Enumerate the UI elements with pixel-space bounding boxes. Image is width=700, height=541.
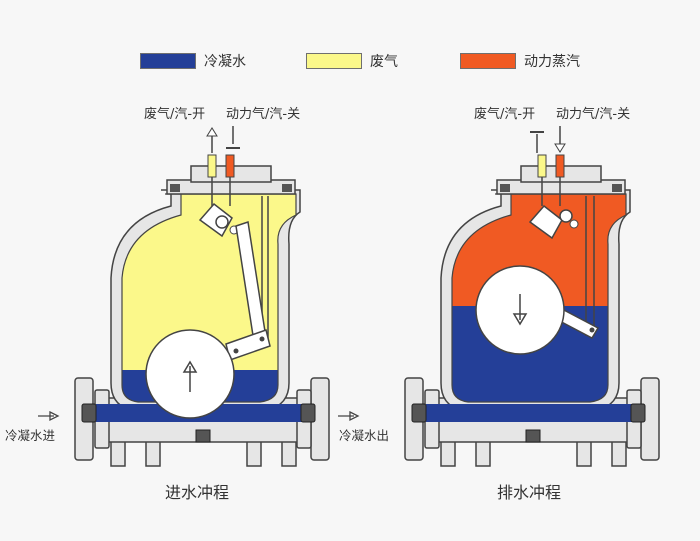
left-exhaust-valve-label: 废气/汽-开: [144, 106, 205, 122]
legend-swatch-condensate: [140, 53, 196, 69]
legend-swatch-exhaust: [306, 53, 362, 69]
left-pump: 废气/汽-开 动力气/汽-关 冷凝水进 冷凝水出 进水冲程: [5, 106, 389, 502]
legend-item-condensate: 冷凝水: [140, 50, 246, 72]
arrow-down-icon: [554, 143, 566, 153]
left-pump-leg: [110, 439, 126, 467]
right-motive-port: [555, 154, 565, 178]
right-inlet-check-valve: [411, 403, 427, 423]
left-inlet-arrow: [38, 410, 60, 422]
right-cavity-outline: [451, 193, 627, 403]
legend-item-exhaust: 废气: [306, 50, 398, 72]
left-bolt: [282, 184, 292, 192]
left-pump-leg: [246, 439, 262, 467]
left-inlet-label: 冷凝水进: [5, 428, 56, 443]
right-bolt: [612, 184, 622, 192]
right-pipe-channel: [426, 404, 638, 422]
left-bolt: [170, 184, 180, 192]
right-bolt: [500, 184, 510, 192]
left-outlet-arrow: [338, 410, 360, 422]
left-inlet-check-valve: [81, 403, 97, 423]
arrow-down-icon: [512, 294, 528, 326]
left-outlet-label: 冷凝水出: [339, 428, 389, 443]
right-pump-leg: [611, 439, 627, 467]
right-pump-leg: [576, 439, 592, 467]
left-stroke-label: 进水冲程: [165, 483, 229, 502]
legend-label-condensate: 冷凝水: [204, 54, 246, 70]
left-exhaust-port: [207, 154, 217, 178]
legend-label-exhaust: 废气: [370, 54, 398, 70]
left-pump-leg: [145, 439, 161, 467]
right-pump-leg: [440, 439, 456, 467]
right-pump-leg: [475, 439, 491, 467]
legend: 冷凝水 废气 动力蒸汽: [0, 50, 700, 72]
right-exhaust-port: [537, 154, 547, 178]
left-drain-plug: [195, 429, 211, 443]
right-motive-valve-label: 动力气/汽-关: [556, 106, 630, 122]
right-outlet-check-valve: [630, 403, 646, 423]
left-cavity-outline: [121, 193, 297, 403]
legend-item-motive-steam: 动力蒸汽: [460, 50, 580, 72]
left-motive-valve-label: 动力气/汽-关: [226, 106, 300, 122]
left-pump-leg: [281, 439, 297, 467]
right-exhaust-valve-label: 废气/汽-开: [474, 106, 535, 122]
legend-label-motive-steam: 动力蒸汽: [524, 54, 580, 70]
arrow-up-icon: [206, 127, 218, 137]
legend-swatch-motive-steam: [460, 53, 516, 69]
arrow-up-icon: [182, 360, 198, 392]
left-motive-port: [225, 154, 235, 178]
right-pump: 废气/汽-开 动力气/汽-关 排水冲程: [404, 106, 660, 502]
left-outlet-check-valve: [300, 403, 316, 423]
right-stroke-label: 排水冲程: [497, 483, 561, 502]
right-drain-plug: [525, 429, 541, 443]
